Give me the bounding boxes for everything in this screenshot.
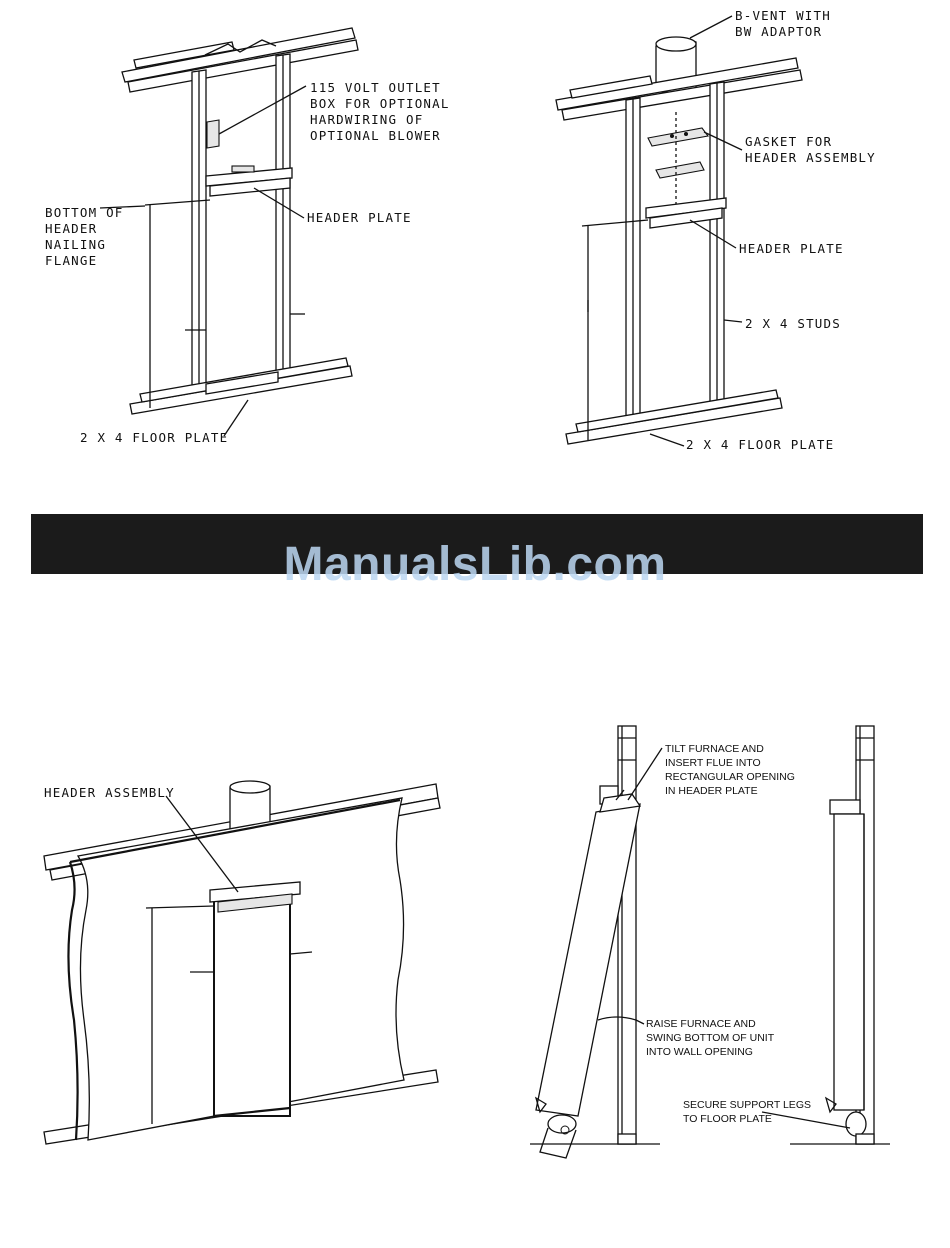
- flange-label-line4: FLANGE: [45, 253, 97, 268]
- floor-plate-label: 2 X 4 FLOOR PLATE: [80, 430, 228, 445]
- gasket-label-line1: GASKET FOR: [745, 134, 832, 149]
- section-banner: [31, 514, 923, 574]
- header-plate-label: HEADER PLATE: [307, 210, 412, 225]
- outlet-label-line3: HARDWIRING OF: [310, 112, 423, 127]
- studs-label: 2 X 4 STUDS: [745, 316, 841, 331]
- gasket-label-line2: HEADER ASSEMBLY: [745, 150, 876, 165]
- tilt-label-line3: RECTANGULAR OPENING: [665, 771, 795, 783]
- header-assembly-label: HEADER ASSEMBLY: [44, 785, 175, 800]
- raise-label-line3: INTO WALL OPENING: [646, 1046, 753, 1058]
- watermark-text: ManualsLib.com: [283, 538, 667, 591]
- flange-label-line1: BOTTOM OF: [45, 205, 124, 220]
- floor-plate-label-right: 2 X 4 FLOOR PLATE: [686, 437, 834, 452]
- bvent-label-line2: BW ADAPTOR: [735, 24, 822, 39]
- secure-label-line1: SECURE SUPPORT LEGS: [683, 1099, 811, 1111]
- tilt-label-line2: INSERT FLUE INTO: [665, 757, 761, 769]
- raise-label-line1: RAISE FURNACE AND: [646, 1018, 756, 1030]
- outlet-label-line1: 115 VOLT OUTLET: [310, 80, 441, 95]
- raise-label-line2: SWING BOTTOM OF UNIT: [646, 1032, 775, 1044]
- secure-label-line2: TO FLOOR PLATE: [683, 1113, 772, 1125]
- flange-label-line3: NAILING: [45, 237, 106, 252]
- outlet-label-line2: BOX FOR OPTIONAL: [310, 96, 450, 111]
- bvent-label-line1: B-VENT WITH: [735, 8, 831, 23]
- flange-label-line2: HEADER: [45, 221, 97, 236]
- outlet-label-line4: OPTIONAL BLOWER: [310, 128, 441, 143]
- header-plate-label-right: HEADER PLATE: [739, 241, 844, 256]
- tilt-label-line4: IN HEADER PLATE: [665, 785, 758, 797]
- tilt-label-line1: TILT FURNACE AND: [665, 743, 764, 755]
